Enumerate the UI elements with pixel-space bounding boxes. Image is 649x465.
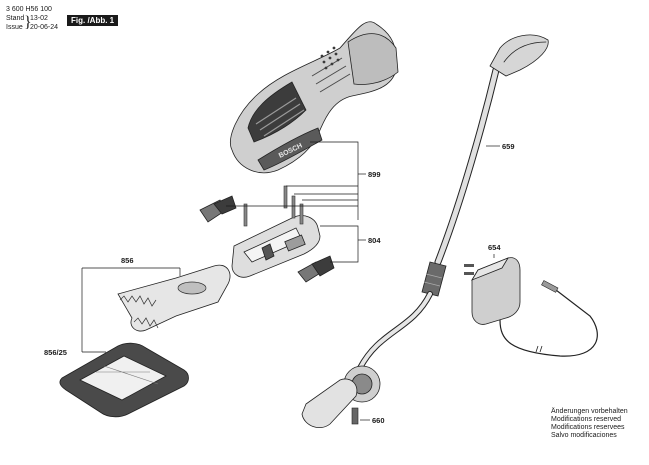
blade-holder: [231, 215, 321, 278]
note-es: Salvo modificaciones: [551, 432, 617, 439]
blade-cover: [59, 342, 189, 418]
clip-upper: [199, 195, 237, 223]
issue-value: 20-06-24: [30, 24, 59, 31]
callout-856: 856: [121, 256, 134, 265]
clip-lower: [297, 255, 335, 283]
callout-654: 654: [488, 243, 501, 252]
note-en: Modifications reserved: [551, 416, 622, 423]
screws: [243, 185, 304, 227]
telescopic-handle: [301, 34, 549, 428]
shrub-blade: [117, 264, 231, 332]
callout-899: 899: [368, 170, 381, 179]
callout-804: 804: [368, 236, 381, 245]
stand-label: Stand: [6, 15, 25, 22]
leader-804: [320, 225, 366, 263]
part-number: 3 600 H56 100: [6, 6, 52, 13]
note-fr: Modifications reservees: [551, 424, 625, 431]
callout-659: 659: [502, 142, 515, 151]
charger: [464, 257, 598, 357]
stand-value: 13-02: [30, 15, 48, 22]
issue-label: Issue: [6, 24, 23, 31]
note-de: Änderungen vorbehalten: [551, 408, 628, 415]
callout-660: 660: [372, 416, 385, 425]
leader-899: [226, 141, 366, 220]
leader-856: [81, 267, 181, 352]
figure-label: Fig. /Abb. 1: [67, 15, 119, 26]
shear-body: BOSCH: [230, 21, 399, 174]
modification-notes: Änderungen vorbehalten Modifications res…: [551, 408, 628, 440]
brace-glyph: }: [24, 14, 32, 31]
callout-856-25: 856/25: [44, 348, 67, 357]
